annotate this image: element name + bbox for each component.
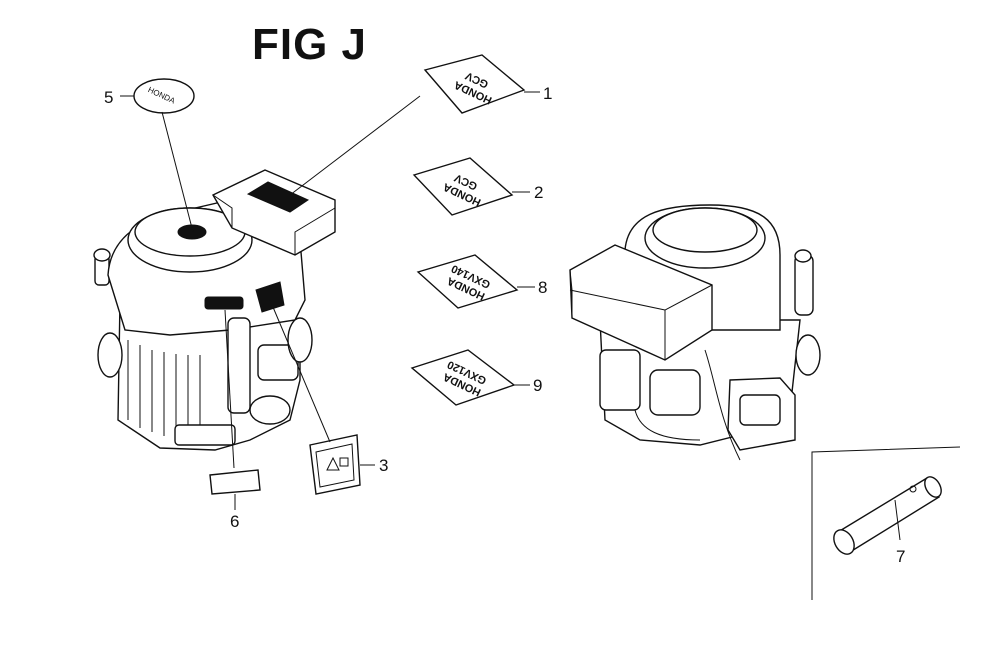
callout-9: 9 [533,376,542,395]
decal-3 [309,434,361,495]
callout-numbers: 5 1 2 8 9 3 6 7 [104,84,905,566]
leader-lines [120,91,901,541]
decal-1: HONDA GCV [423,54,526,114]
callout-7: 7 [896,547,905,566]
callout-8: 8 [538,278,547,297]
engine-left [93,169,336,451]
decal-9: HONDA GXV120 [410,349,516,406]
callout-3: 3 [379,456,388,475]
callout-2: 2 [534,183,543,202]
decal-5: HONDA [133,78,195,114]
callout-1: 1 [543,84,552,103]
callout-5: 5 [104,88,113,107]
callout-6: 6 [230,512,239,531]
engine-right [569,204,821,461]
decal-2: HONDA GCV [412,157,514,216]
decal-8: HONDA GXV140 [416,254,519,309]
tool-7 [811,446,961,600]
decal-6 [209,469,261,495]
figure-title: FIG J [252,20,368,69]
